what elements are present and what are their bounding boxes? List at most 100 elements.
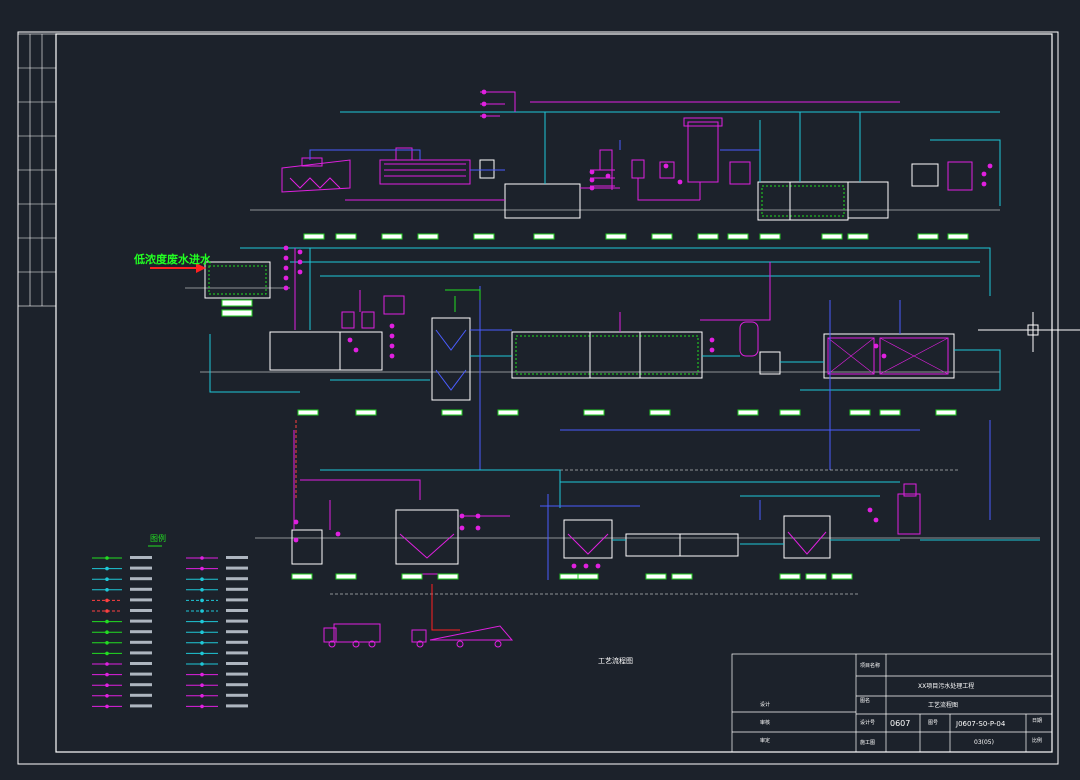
- valve-marker: [353, 347, 359, 353]
- valve-marker: [389, 323, 395, 329]
- tb-row-check: 审核: [760, 719, 770, 726]
- pipe-r1-magenta-top: [480, 91, 900, 117]
- equipment-tag-bar: [917, 233, 939, 240]
- equipment-tag-bar: [473, 233, 495, 240]
- legend-entry-text-placeholder: [226, 577, 248, 581]
- valve-marker: [481, 101, 487, 107]
- pipe-r3-magenta: [293, 430, 510, 575]
- valve-marker: [293, 537, 299, 543]
- valve-marker: [589, 169, 595, 175]
- pipe-r1-blue: [309, 140, 760, 171]
- inlet-arrow-icon: [150, 263, 206, 273]
- pipe-r3-blue: [540, 420, 991, 580]
- equipment-tag-bar: [697, 233, 719, 240]
- valve-marker: [283, 255, 289, 261]
- legend-symbol-marker: [105, 556, 109, 560]
- legend-entry-text-placeholder: [226, 662, 248, 665]
- equipment-tag-bar: [437, 573, 459, 580]
- valve-marker: [297, 259, 303, 265]
- equipment-tag-bar: [645, 573, 667, 580]
- crosshair-cursor-icon: [978, 312, 1080, 352]
- legend-entries: [92, 556, 248, 709]
- equipment-tag-bar: [759, 233, 781, 240]
- legend-symbol-marker: [200, 577, 204, 581]
- valve-marker: [297, 269, 303, 275]
- equalization-tank: [204, 261, 271, 299]
- clarifier-2: [431, 317, 471, 401]
- legend-symbol-marker: [200, 694, 204, 698]
- legend-entry-text-placeholder: [226, 619, 248, 623]
- tb-drawing-name: 工艺流程图: [928, 701, 958, 709]
- valve-marker: [481, 89, 487, 95]
- valve-marker: [571, 563, 577, 569]
- tb-col-stage: 施工图: [860, 739, 875, 746]
- valve-marker: [595, 563, 601, 569]
- title-block: [731, 653, 1053, 753]
- valve-marker: [283, 245, 289, 251]
- legend-entry-text-placeholder: [130, 672, 152, 676]
- equipment-tag-bar: [335, 233, 357, 240]
- reaction-tank-1: [729, 161, 751, 185]
- sludge-pit-1: [947, 161, 973, 191]
- tower-unit: [683, 117, 723, 183]
- legend-symbol-marker: [200, 566, 204, 571]
- filter-press-1: [379, 147, 471, 185]
- biological-tank-1: [757, 181, 849, 221]
- tb-col-drawing: 图名: [860, 697, 870, 704]
- outer-border: [17, 31, 1059, 765]
- equipment-tag-bar: [291, 573, 313, 580]
- legend-symbol-marker: [200, 609, 204, 613]
- legend-entry-text-placeholder: [130, 640, 152, 644]
- valve-marker: [873, 343, 879, 349]
- valve-marker: [605, 173, 611, 179]
- valve-marker: [389, 333, 395, 339]
- filter-bank-2: [823, 333, 955, 379]
- valve-marker: [459, 525, 465, 531]
- equipment-tag-bar: [559, 573, 581, 580]
- equipment-tag-bar: [497, 409, 519, 416]
- valve-marker: [335, 531, 341, 537]
- legend-box: [92, 545, 248, 709]
- valve-marker: [663, 163, 669, 169]
- sedimentation-3c: [783, 515, 831, 559]
- pipe-r2-cyan: [209, 334, 1001, 393]
- legend-entry-text-placeholder: [130, 556, 152, 559]
- legend-entry-text-placeholder: [130, 693, 152, 697]
- legend-entry-text-placeholder: [226, 587, 248, 591]
- legend-symbol-marker: [105, 630, 109, 634]
- legend-entry-text-placeholder: [130, 630, 152, 634]
- legend-symbol-marker: [200, 651, 204, 656]
- pipe-r3-cyan: [320, 469, 1040, 545]
- binding-strip: [17, 33, 57, 307]
- legend-entry-text-placeholder: [130, 662, 152, 665]
- clear-water-tank-1: [911, 163, 939, 187]
- equipment-tag-bar: [935, 409, 957, 416]
- pipe-r2-green: [445, 289, 481, 312]
- equipment-tag-bar: [441, 409, 463, 416]
- equipment-tag-bar: [355, 409, 377, 416]
- legend-symbol-marker: [105, 619, 109, 624]
- legend-entry-text-placeholder: [226, 556, 248, 559]
- valve-marker: [481, 113, 487, 119]
- equipment-tag-bar: [401, 573, 423, 580]
- drawing-frame: [55, 33, 1053, 753]
- equipment-tag-bar: [303, 233, 325, 240]
- legend-symbol-marker: [105, 588, 109, 592]
- legend-entry-text-placeholder: [130, 704, 152, 708]
- sludge-thickener-2: [395, 509, 459, 565]
- equipment-tag-bar: [335, 573, 357, 580]
- legend-symbol-marker: [105, 609, 109, 613]
- equipment-tag-bar: [651, 233, 673, 240]
- valve-marker: [475, 513, 481, 519]
- legend-symbol-marker: [200, 662, 204, 666]
- equipment-tag-bar: [417, 233, 439, 240]
- equipment-tag-bar: [847, 233, 869, 240]
- pipe-sludge-outlet: [431, 584, 460, 631]
- legend-symbol-marker: [105, 694, 109, 698]
- legend-entry-text-placeholder: [130, 577, 152, 581]
- process-row-3: [255, 420, 1040, 631]
- legend-entry-text-placeholder: [226, 693, 248, 697]
- legend-entry-text-placeholder: [226, 672, 248, 676]
- legend-entry-text-placeholder: [130, 587, 152, 591]
